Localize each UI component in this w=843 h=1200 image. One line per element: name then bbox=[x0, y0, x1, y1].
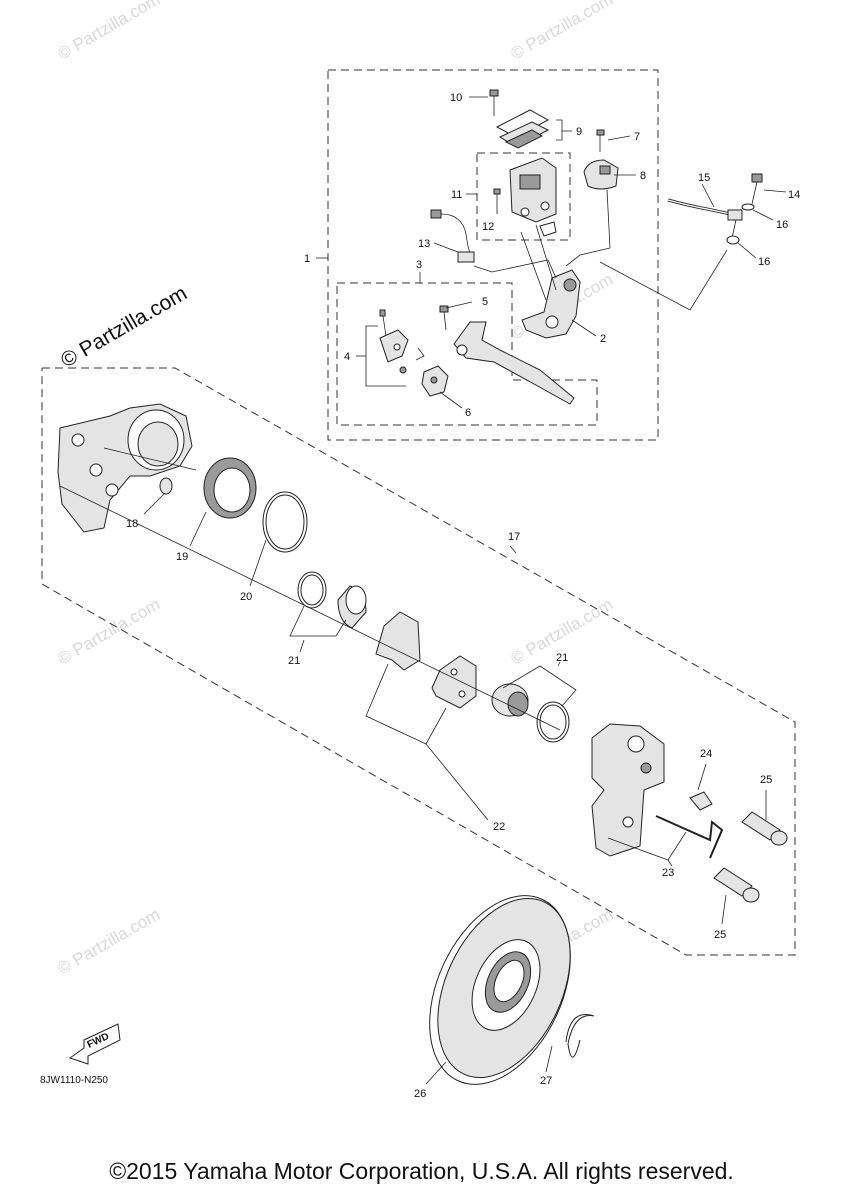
callout-23: 23 bbox=[662, 867, 674, 879]
callout-13: 13 bbox=[418, 238, 430, 250]
callout-6: 6 bbox=[465, 407, 471, 419]
brake-disc bbox=[425, 895, 595, 1085]
callout-21a: 21 bbox=[288, 655, 300, 667]
watermark: © Partzilla.com bbox=[55, 595, 164, 669]
caliper-group bbox=[41, 367, 796, 956]
callout-24: 24 bbox=[700, 748, 712, 760]
callout-21b: 21 bbox=[556, 652, 568, 664]
callout-20: 20 bbox=[240, 591, 252, 603]
fwd-arrow: FWD bbox=[68, 1023, 121, 1065]
callout-5: 5 bbox=[482, 296, 488, 308]
callout-1: 1 bbox=[304, 253, 310, 265]
callout-19: 19 bbox=[176, 551, 188, 563]
callout-7: 7 bbox=[634, 131, 640, 143]
callout-labels: 1 2 3 4 5 6 7 8 9 10 11 12 13 14 15 16 1… bbox=[126, 92, 800, 1100]
callout-17: 17 bbox=[508, 531, 520, 543]
watermark: © Partzilla.com bbox=[55, 905, 164, 979]
callout-8: 8 bbox=[640, 170, 646, 182]
callout-25a: 25 bbox=[760, 774, 772, 786]
callout-12: 12 bbox=[482, 221, 494, 233]
callout-11: 11 bbox=[451, 189, 462, 201]
callout-22: 22 bbox=[493, 821, 505, 833]
callout-18: 18 bbox=[126, 518, 138, 530]
callout-16a: 16 bbox=[776, 219, 788, 231]
callout-15: 15 bbox=[698, 172, 710, 184]
diagram-code: 8JW1110-N250 bbox=[40, 1075, 108, 1086]
callout-14: 14 bbox=[788, 189, 800, 201]
brake-hose bbox=[667, 173, 787, 259]
watermark-main: © Partzilla.com bbox=[57, 282, 191, 373]
callout-10: 10 bbox=[450, 92, 462, 104]
callout-2: 2 bbox=[600, 333, 606, 345]
callout-3: 3 bbox=[416, 259, 422, 271]
watermark: © Partzilla.com bbox=[55, 0, 164, 63]
watermark: © Partzilla.com bbox=[508, 0, 617, 63]
callout-16b: 16 bbox=[758, 256, 770, 268]
watermarks: © Partzilla.com © Partzilla.com © Partzi… bbox=[55, 0, 617, 978]
callout-9: 9 bbox=[576, 126, 582, 138]
master-cylinder-group bbox=[316, 69, 728, 441]
callout-4: 4 bbox=[344, 351, 350, 363]
callout-26: 26 bbox=[414, 1088, 426, 1100]
callout-25b: 25 bbox=[714, 929, 726, 941]
callout-27: 27 bbox=[540, 1075, 552, 1087]
copyright-notice: ©2015 Yamaha Motor Corporation, U.S.A. A… bbox=[109, 1158, 734, 1184]
